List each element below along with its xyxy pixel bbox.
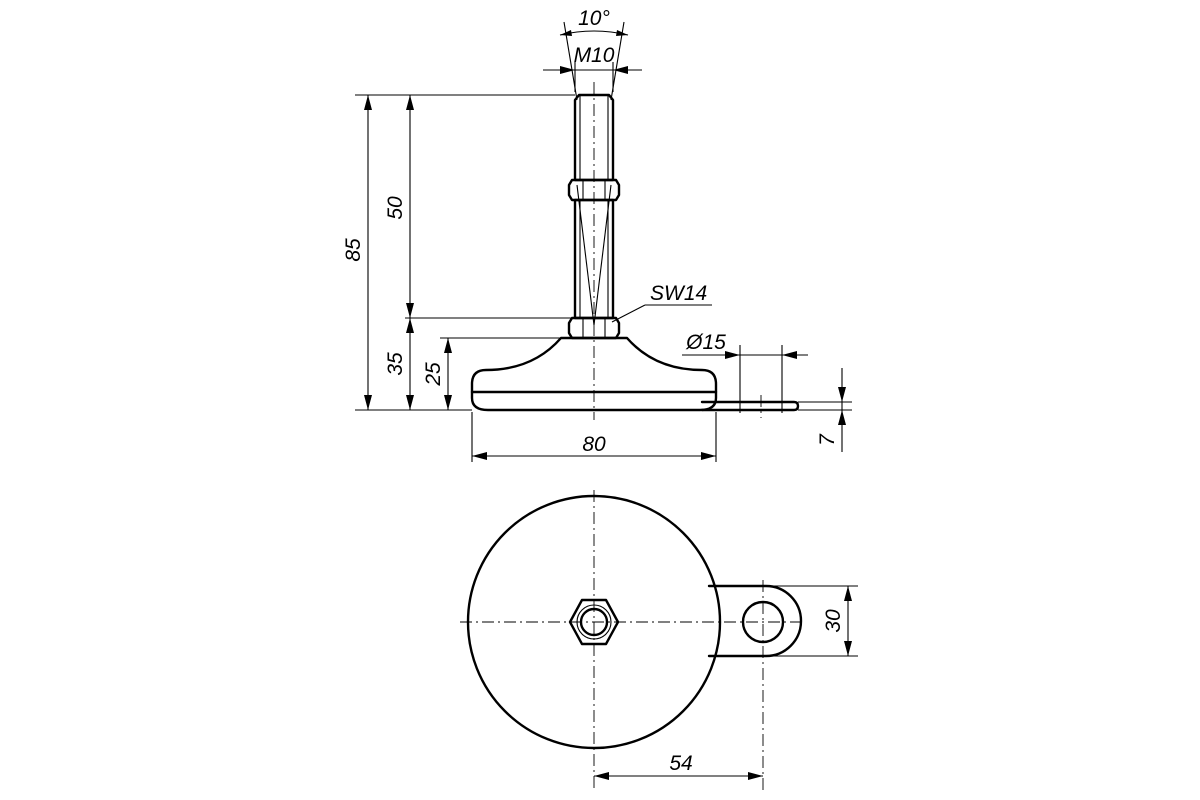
tab-outline <box>707 584 803 658</box>
hole-diameter-label: Ø15 <box>685 331 726 354</box>
hole-offset-label: 54 <box>669 752 692 775</box>
base-height-label: 35 <box>384 352 407 376</box>
angle-label: 10° <box>578 7 610 30</box>
dimension-labels: 10° M10 85 50 35 25 SW14 Ø15 7 80 30 54 <box>342 7 845 775</box>
base-diameter-label: 80 <box>582 433 606 456</box>
dimension-lines <box>355 21 858 780</box>
total-height-label: 85 <box>342 238 365 262</box>
tab-width-label: 30 <box>822 609 845 633</box>
tab-thickness-label: 7 <box>816 433 839 446</box>
wrench-size-label: SW14 <box>650 282 707 305</box>
side-view <box>470 82 800 420</box>
fixing-tab <box>700 400 800 413</box>
thread-label: M10 <box>574 44 615 67</box>
foot-height-label: 25 <box>422 362 445 387</box>
top-view <box>460 490 803 790</box>
lock-nut <box>567 178 621 202</box>
thread-length-label: 50 <box>384 196 407 220</box>
